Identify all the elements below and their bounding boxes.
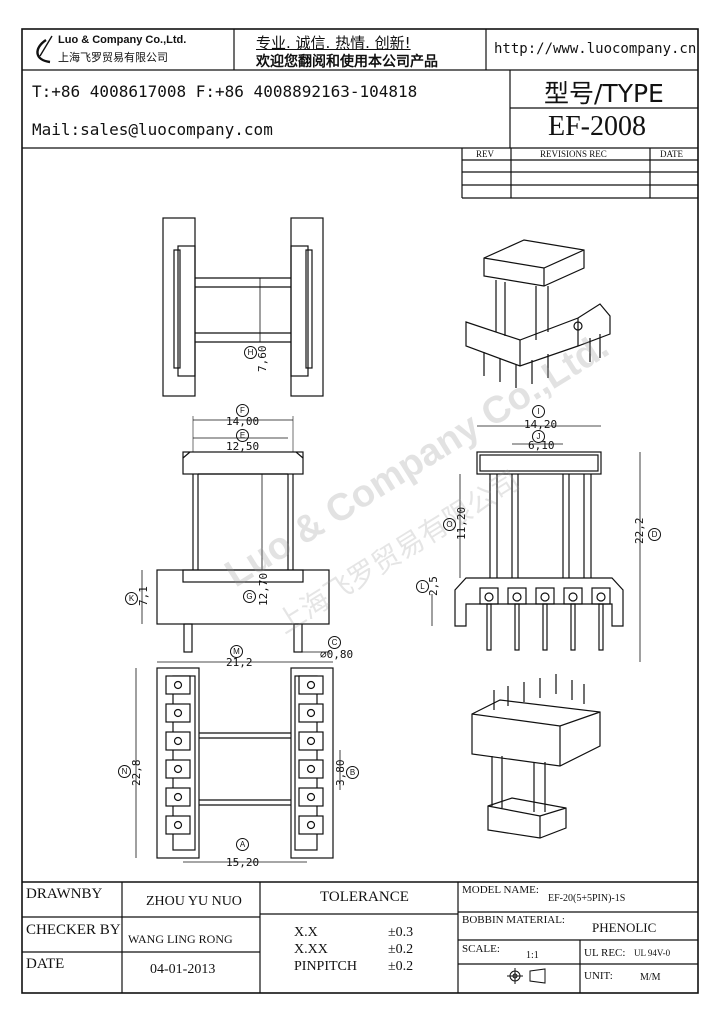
tol-pin-value: ±0.2	[388, 959, 414, 974]
pin-hole	[173, 736, 183, 746]
pin-hole	[173, 820, 183, 830]
dim-front-width-outer: 14,00	[226, 415, 260, 428]
tol-pin-label: PINPITCH	[294, 959, 358, 974]
dim-side-width: 14,20	[524, 418, 558, 431]
type-value: EF-2008	[548, 111, 646, 142]
pin-hole	[306, 680, 316, 690]
phone-fax: T:+86 4008617008 F:+86 4008892163-104818	[32, 82, 418, 101]
callout-l: L	[416, 580, 429, 593]
tol-xxx-label: X.XX	[294, 942, 328, 957]
callout-h: H	[244, 346, 257, 359]
tol-xx-label: X.X	[294, 925, 318, 940]
pin-hole	[306, 820, 316, 830]
dim-front-flange: 7,1	[137, 586, 150, 606]
callout-i: I	[532, 405, 545, 418]
model-label: MODEL NAME:	[462, 884, 539, 896]
scale-value: 1:1	[526, 950, 539, 961]
callout-a: A	[236, 838, 249, 851]
side-pin-hole	[568, 592, 578, 602]
dim-front-height: 12,70	[257, 572, 270, 606]
callout-e: E	[236, 429, 249, 442]
unit-value: M/M	[640, 972, 661, 983]
pin-hole	[306, 736, 316, 746]
company-name-cn: 上海飞罗贸易有限公司	[58, 51, 168, 64]
callout-b: B	[346, 766, 359, 779]
dim-side-total-height: 22,2	[633, 517, 646, 545]
mail-address[interactable]: Mail:sales@luocompany.com	[32, 120, 273, 139]
callout-j: J	[532, 430, 545, 443]
callout-d: D	[648, 528, 661, 541]
callout-m: M	[230, 645, 243, 658]
callout-c: C	[328, 636, 341, 649]
unit-label: UNIT:	[584, 970, 613, 982]
tol-xx-value: ±0.3	[388, 925, 414, 940]
rev-col-revisions: REVISIONS REC	[540, 149, 607, 159]
side-pin-lead	[570, 603, 576, 651]
tol-xxx-value: ±0.2	[388, 942, 414, 957]
drawn-by-label: DRAWNBY	[26, 886, 103, 902]
ul-label: UL REC:	[584, 947, 626, 959]
dim-side-inner: 6,10	[528, 439, 555, 452]
rev-col-rev: REV	[476, 149, 494, 159]
pin-hole	[173, 764, 183, 774]
side-pin-hole	[596, 592, 606, 602]
dim-top-view-height: 7,60	[256, 345, 269, 373]
callout-f: F	[236, 404, 249, 417]
side-pin-lead	[598, 603, 604, 651]
side-pin-hole	[484, 592, 494, 602]
pin-hole	[306, 792, 316, 802]
model-value: EF-20(5+5PIN)-1S	[548, 893, 626, 904]
pin-hole	[306, 708, 316, 718]
rev-col-date: DATE	[660, 149, 683, 159]
side-pin-lead	[514, 603, 520, 651]
ul-value: UL 94V-0	[634, 948, 671, 958]
side-pin-hole	[540, 592, 550, 602]
pin-hole	[173, 680, 183, 690]
pin-hole	[173, 708, 183, 718]
callout-o: O	[443, 518, 456, 531]
checker-value: WANG LING RONG	[128, 932, 233, 946]
callout-n: N	[118, 765, 131, 778]
dim-bottom-width: 21,2	[226, 656, 253, 669]
dim-front-width-inner: 12,50	[226, 440, 260, 453]
website-url[interactable]: http://www.luocompany.cn	[494, 41, 697, 57]
scale-label: SCALE:	[462, 943, 500, 955]
slogan-line2: 欢迎您翻阅和使用本公司产品	[256, 54, 438, 70]
pin-hole	[306, 764, 316, 774]
date-label: DATE	[26, 956, 65, 972]
dim-bottom-base: 15,20	[226, 856, 260, 869]
side-pin-hole	[512, 592, 522, 602]
company-name: Luo & Company Co.,Ltd.	[58, 34, 187, 46]
side-pin-lead	[486, 603, 492, 651]
drawn-by-value: ZHOU YU NUO	[146, 894, 242, 909]
dim-pin-dia: ⌀0,80	[320, 648, 354, 661]
bobbin-value: PHENOLIC	[592, 920, 657, 935]
type-label: 型号/TYPE	[544, 79, 664, 108]
date-value: 04-01-2013	[150, 962, 216, 977]
callout-k: K	[125, 592, 138, 605]
bobbin-label: BOBBIN MATERIAL:	[462, 914, 565, 926]
side-pin-lead	[542, 603, 548, 651]
tolerance-label: TOLERANCE	[320, 889, 409, 905]
dim-side-win-height: 11,20	[455, 506, 468, 540]
pin-hole	[173, 792, 183, 802]
callout-g: G	[243, 590, 256, 603]
checker-label: CHECKER BY	[26, 922, 121, 938]
dim-bottom-height: 22,8	[130, 759, 143, 787]
slogan-line1: 专业. 诚信. 热情. 创新!	[256, 34, 411, 52]
